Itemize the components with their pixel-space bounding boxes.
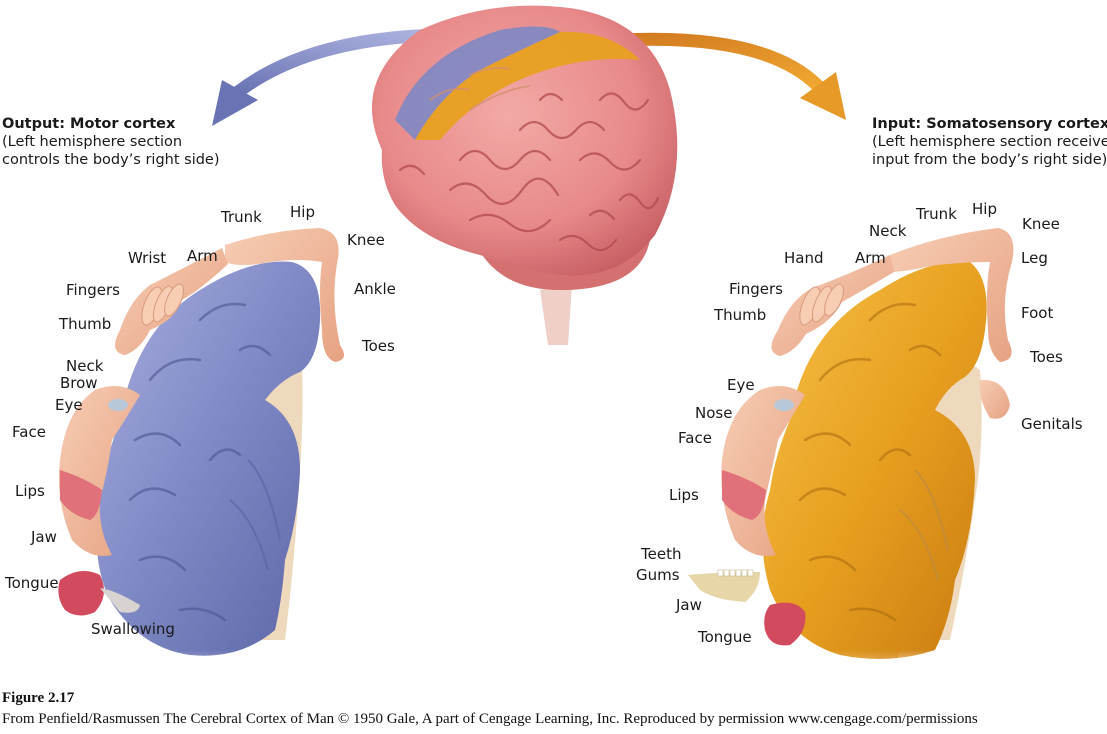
motor-label-neck: Neck: [66, 357, 104, 375]
sensory-label-nose: Nose: [695, 404, 733, 422]
sensory-label-fingers: Fingers: [729, 280, 783, 298]
motor-label-arm: Arm: [187, 247, 218, 265]
motor-label-jaw: Jaw: [31, 528, 57, 546]
sensory-label-genitals: Genitals: [1021, 415, 1083, 433]
sensory-title: Input: Somatosensory cortex: [872, 116, 1107, 132]
sensory-label-teeth: Teeth: [641, 545, 682, 563]
motor-label-knee: Knee: [347, 231, 385, 249]
motor-label-swallowing: Swallowing: [91, 620, 175, 638]
sensory-label-hip: Hip: [972, 200, 997, 218]
motor-label-ankle: Ankle: [354, 280, 396, 298]
motor-cortex-title: Output: Motor cortex (Left hemisphere se…: [2, 115, 220, 169]
motor-label-wrist: Wrist: [128, 249, 167, 267]
motor-label-fingers: Fingers: [66, 281, 120, 299]
motor-label-toes: Toes: [362, 337, 395, 355]
sensory-label-thumb: Thumb: [714, 306, 767, 324]
motor-label-trunk: Trunk: [221, 208, 262, 226]
motor-label-thumb: Thumb: [59, 315, 112, 333]
motor-label-eye: Eye: [55, 396, 83, 414]
sensory-label-foot: Foot: [1021, 304, 1054, 322]
motor-desc-line1: (Left hemisphere section: [2, 134, 183, 150]
sensory-label-arm: Arm: [855, 249, 886, 267]
motor-homunculus-body: [58, 228, 344, 616]
whole-brain: [371, 5, 678, 345]
motor-label-lips: Lips: [15, 482, 45, 500]
sensory-label-face: Face: [678, 429, 712, 447]
sensory-label-lips: Lips: [669, 486, 699, 504]
motor-label-tongue: Tongue: [5, 574, 59, 592]
motor-title: Output: Motor cortex: [2, 116, 176, 132]
sensory-label-trunk: Trunk: [916, 205, 957, 223]
sensory-label-eye: Eye: [727, 376, 755, 394]
motor-label-hip: Hip: [290, 203, 315, 221]
sensory-label-hand: Hand: [784, 249, 824, 267]
sensory-label-toes: Toes: [1030, 348, 1063, 366]
sensory-label-tongue: Tongue: [698, 628, 752, 646]
figure-number: Figure 2.17: [2, 690, 75, 706]
sensory-label-leg: Leg: [1021, 249, 1048, 267]
sensory-label-neck: Neck: [869, 222, 907, 240]
motor-desc-line2: controls the body’s right side): [2, 152, 220, 168]
sensory-desc-line2: input from the body’s right side): [872, 152, 1107, 168]
sensory-label-knee: Knee: [1022, 215, 1060, 233]
sensory-desc-line1: (Left hemisphere section receives: [872, 134, 1107, 150]
sensory-label-jaw: Jaw: [676, 596, 702, 614]
sensory-cortex-title: Input: Somatosensory cortex (Left hemisp…: [872, 115, 1107, 169]
motor-label-face: Face: [12, 423, 46, 441]
sensory-label-gums: Gums: [636, 566, 680, 584]
sensory-homunculus-body: [688, 228, 1014, 646]
figure-source-credit: From Penfield/Rasmussen The Cerebral Cor…: [2, 711, 978, 727]
motor-label-brow: Brow: [60, 374, 98, 392]
